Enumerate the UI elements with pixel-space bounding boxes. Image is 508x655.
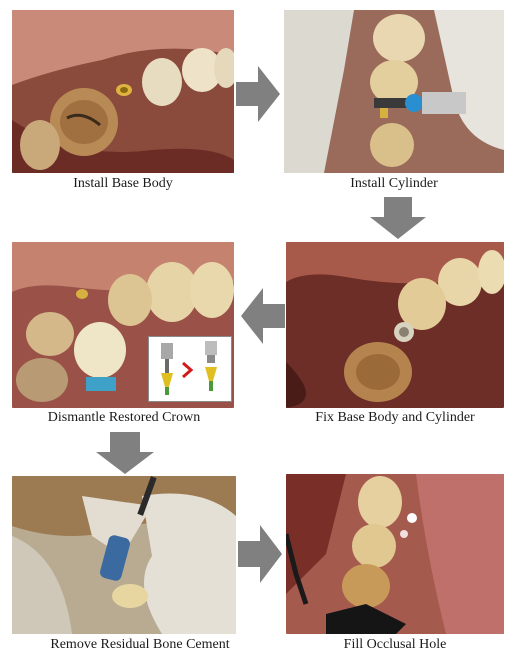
step-4-caption: Fix Base Body and Cylinder xyxy=(282,410,508,426)
arrow-down-icon xyxy=(370,197,426,239)
step-3-caption: Dismantle Restored Crown xyxy=(4,410,244,426)
step-2-photo xyxy=(284,10,504,173)
step-6-caption: Fill Occlusal Hole xyxy=(286,637,504,653)
step-1-caption: Install Base Body xyxy=(12,176,234,192)
step-2-caption: Install Cylinder xyxy=(284,176,504,192)
arrow-right-icon xyxy=(236,66,280,122)
step-5-caption: Remove Residual Bone Cement xyxy=(2,637,278,653)
arrow-right-icon xyxy=(238,525,282,583)
component-inset xyxy=(148,336,232,402)
arrow-down-icon xyxy=(96,432,154,474)
step-4-photo xyxy=(286,242,504,408)
step-1-photo xyxy=(12,10,234,173)
step-6-photo xyxy=(286,474,504,634)
step-5-photo xyxy=(12,476,236,634)
arrow-left-icon xyxy=(241,288,285,344)
